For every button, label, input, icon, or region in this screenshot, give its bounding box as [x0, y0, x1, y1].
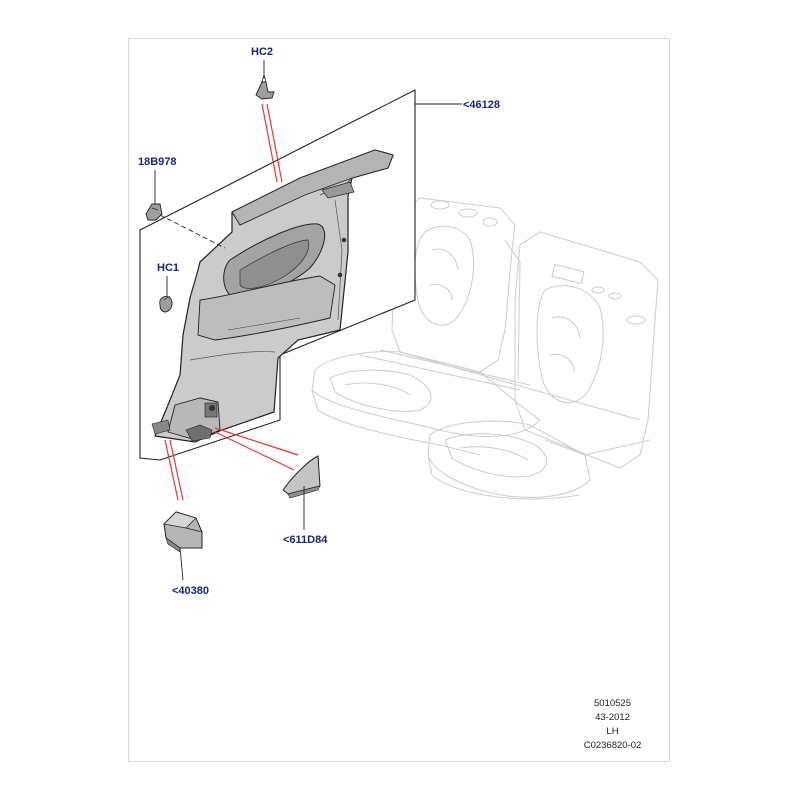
- dashed-guides: [159, 214, 226, 249]
- reference-drawing-id: C0236820-02: [583, 740, 642, 751]
- reference-code: 5010525: [594, 698, 631, 709]
- reference-side: LH: [606, 726, 619, 737]
- callout-hc1: HC1: [157, 262, 180, 274]
- cover-40380: [163, 511, 203, 553]
- clip-hc2: [255, 73, 275, 100]
- callout-40380: <40380: [172, 585, 210, 597]
- callout-611d84: <611D84: [283, 534, 328, 546]
- callout-leaders: [154, 60, 462, 581]
- callout-hc2: HC2: [251, 46, 274, 58]
- rear-seat-ghost: [311, 197, 659, 500]
- clip-18b978: [145, 203, 163, 221]
- callout-46128: <46128: [463, 99, 501, 111]
- red-leader-lines: [164, 103, 299, 501]
- diagram-reference-block: 5010525 43-2012 LH C0236820-02: [560, 697, 665, 753]
- cover-611d84: [282, 455, 321, 499]
- clip-hc1: [159, 295, 173, 313]
- callout-18b978: 18B978: [138, 156, 177, 168]
- quarter-trim-panel: [139, 89, 416, 461]
- reference-date: 43-2012: [595, 712, 630, 723]
